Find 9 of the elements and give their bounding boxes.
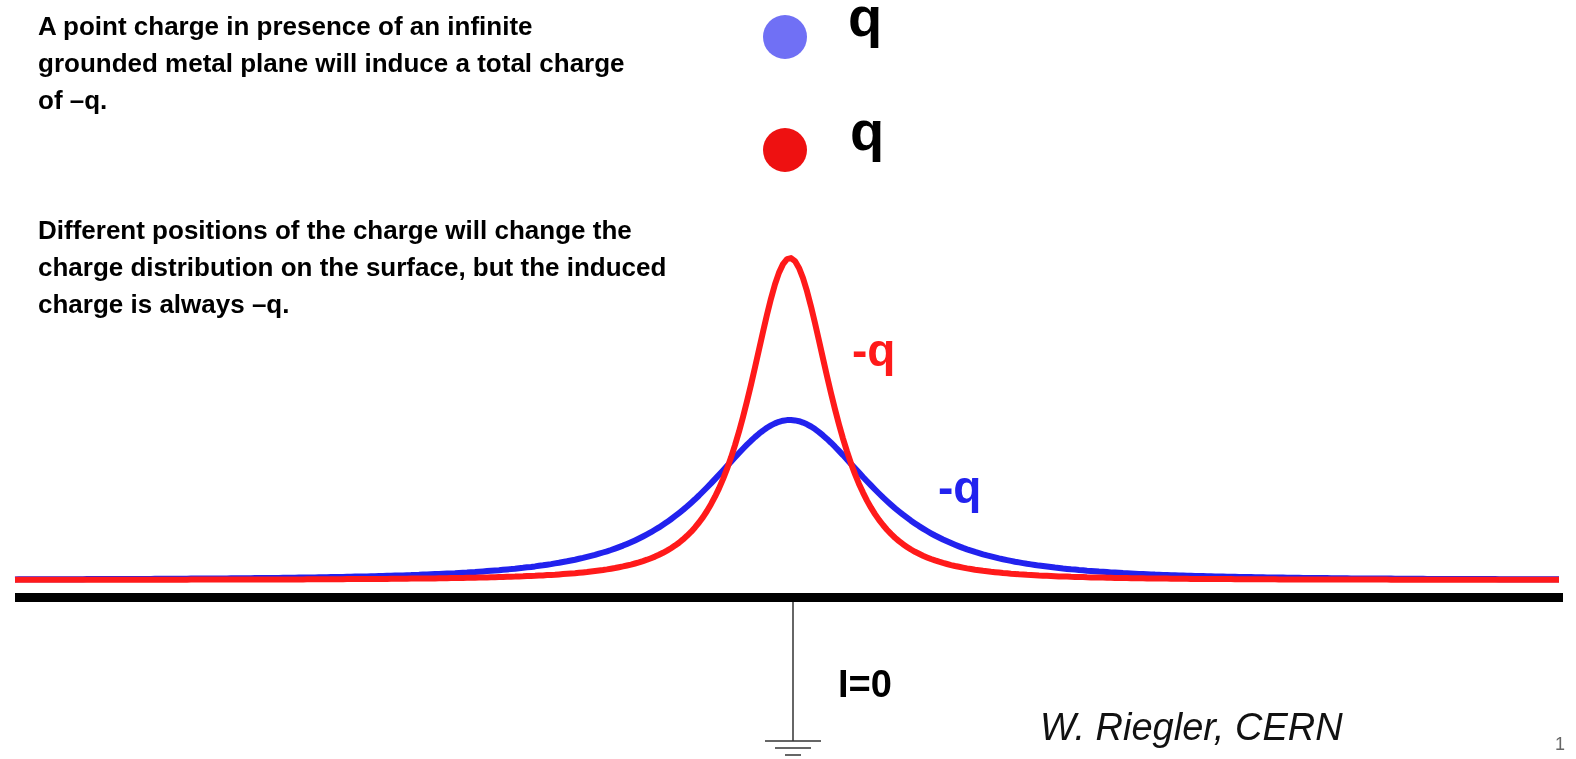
image-charge-label: -q [938, 462, 982, 513]
charge-label: q [848, 0, 883, 48]
author-credit: W. Riegler, CERN [1040, 707, 1343, 749]
charge-label: q [850, 100, 885, 162]
image-charge-label: -q [852, 325, 896, 376]
text-paragraph: Different positions of the charge will change the charge distribution on the surface, but the induced charge is always –q. [38, 214, 668, 321]
text-paragraph: A point charge in presence of an infinite grounded metal plane will induce a total charge of –q. [38, 10, 626, 117]
page-number: 1 [1555, 735, 1565, 755]
current-label: I=0 [838, 664, 892, 706]
